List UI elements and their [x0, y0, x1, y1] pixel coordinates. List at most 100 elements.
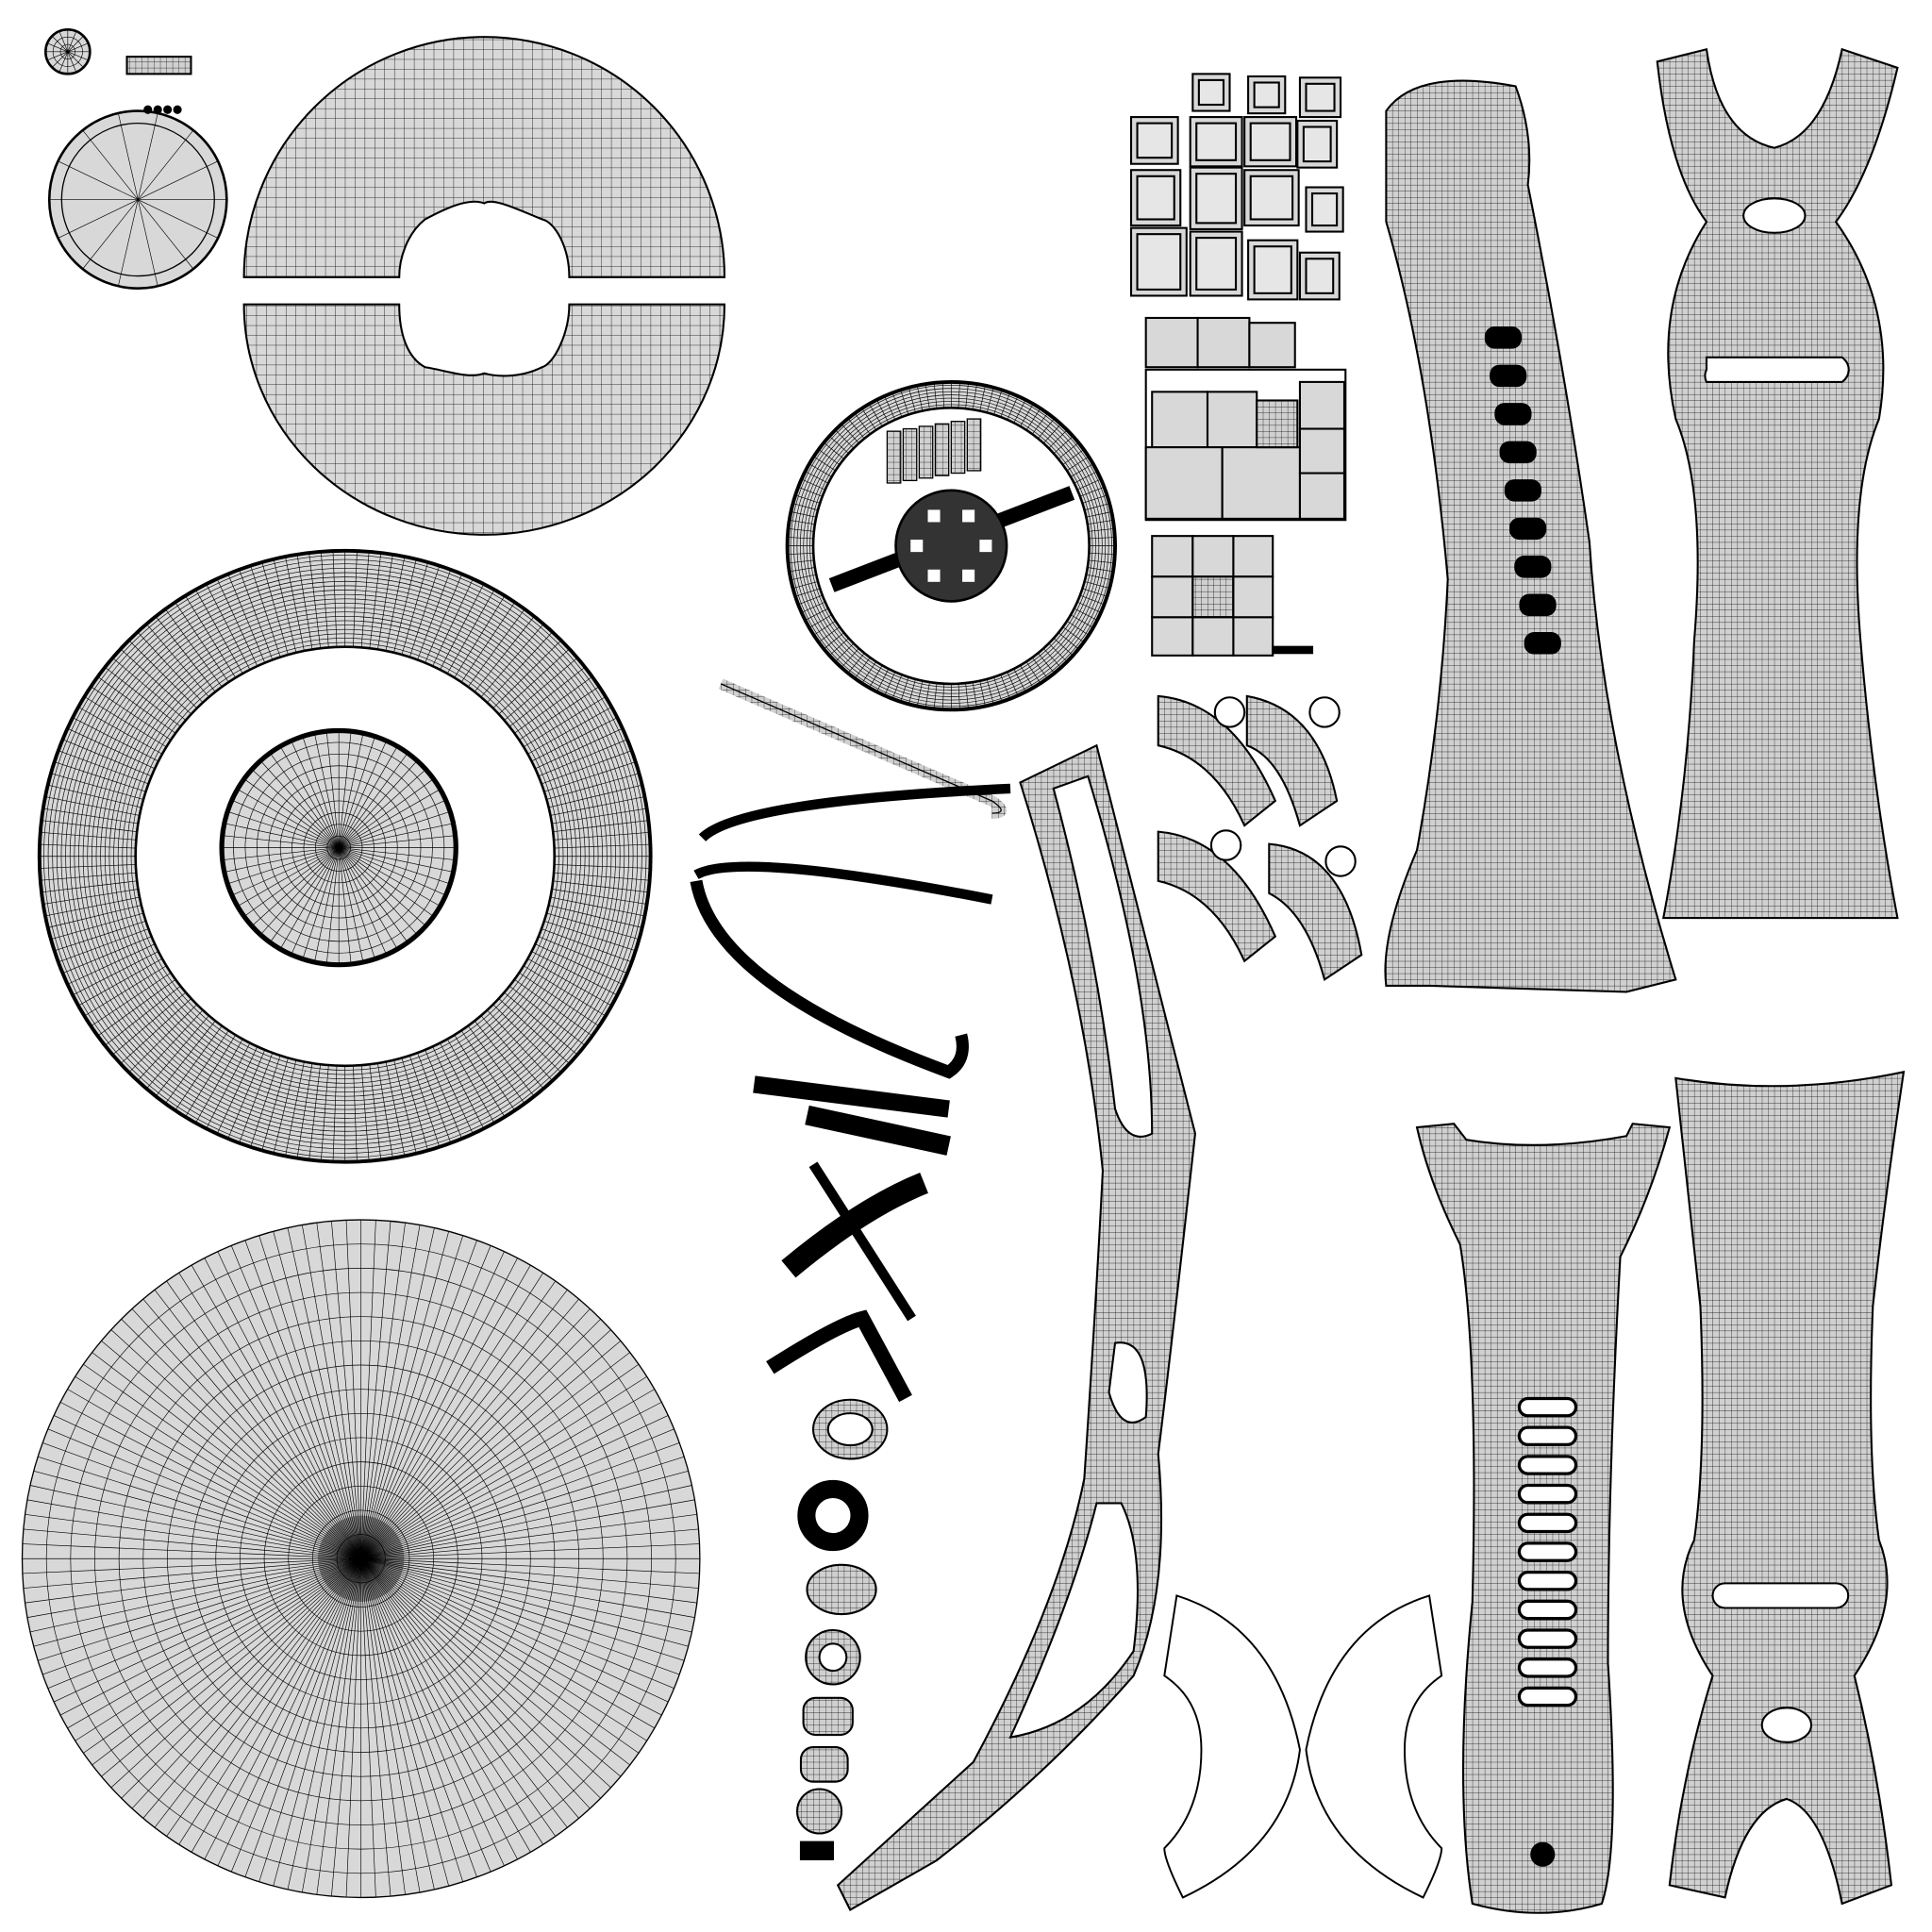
- bevel-inner: [1253, 245, 1292, 294]
- spoke-line: [120, 998, 192, 1064]
- spoke-line: [42, 820, 138, 832]
- spoke-line: [216, 578, 258, 667]
- spoke-line: [46, 51, 68, 61]
- spoke-line: [824, 442, 844, 459]
- spoke-line: [227, 810, 340, 848]
- spoke-line: [338, 769, 426, 848]
- spoke-line: [25, 1514, 361, 1559]
- spoke-line: [1089, 552, 1115, 556]
- spoke-line: [808, 463, 832, 477]
- spoke-line: [251, 769, 340, 848]
- spoke-line: [120, 648, 192, 715]
- spoke-line: [22, 1543, 361, 1559]
- bevel-inner: [1136, 233, 1182, 291]
- spoke-line: [360, 1265, 531, 1559]
- hub-slot: [927, 569, 941, 582]
- spoke-line: [345, 1220, 362, 1559]
- spoke-line: [338, 745, 398, 848]
- spoke-line: [360, 1558, 491, 1873]
- spoke-line: [446, 1039, 495, 1124]
- spoke-line: [325, 731, 340, 848]
- spoke-line: [44, 896, 141, 917]
- spoke-line: [67, 1557, 361, 1729]
- spoke-line: [360, 1558, 568, 1828]
- spoke-line: [261, 1058, 289, 1151]
- spoke-line: [1087, 520, 1113, 525]
- spoke-line: [206, 1042, 251, 1129]
- spoke-line: [58, 160, 139, 200]
- spoke-line: [118, 112, 139, 200]
- spoke-line: [62, 936, 152, 974]
- spoke-line: [47, 1428, 361, 1559]
- bevel-inner: [1136, 122, 1174, 159]
- spoke-line: [316, 1223, 362, 1559]
- spoke-line: [1082, 494, 1108, 504]
- spoke-line: [316, 1558, 362, 1895]
- spoke-line: [40, 832, 137, 841]
- hub-slot: [927, 509, 941, 523]
- spoke-line: [454, 595, 506, 678]
- spoke-line: [440, 1042, 485, 1129]
- spoke-line: [360, 1251, 505, 1559]
- small-bar: [918, 425, 934, 479]
- spoke-line: [553, 880, 649, 893]
- spoke-line: [1070, 614, 1093, 628]
- spoke-line: [269, 847, 340, 943]
- spoke-line: [231, 847, 340, 896]
- strap-hole: [1494, 403, 1532, 425]
- spoke-line: [360, 1290, 568, 1559]
- spoke-line: [154, 1558, 361, 1828]
- spoke-line: [548, 784, 642, 808]
- spoke-line: [916, 385, 924, 411]
- strap-hole: [1484, 326, 1523, 349]
- spoke-line: [146, 624, 209, 698]
- bevel-inner: [1195, 122, 1238, 161]
- hub-slot: [979, 540, 992, 553]
- spoke-line: [137, 112, 158, 200]
- spoke-line: [360, 1363, 640, 1559]
- spoke-line: [908, 678, 916, 705]
- watch-band-top-left: [1384, 79, 1677, 993]
- spoke-line: [1042, 648, 1061, 668]
- spoke-line: [795, 494, 821, 504]
- spoke-line: [1076, 601, 1102, 613]
- spoke-line: [339, 847, 456, 860]
- spoke-line: [142, 1558, 361, 1819]
- spoke-line: [941, 683, 944, 710]
- spoke-line: [47, 1557, 361, 1690]
- spoke-line: [338, 847, 352, 965]
- spoke-line: [487, 1009, 553, 1081]
- spoke-line: [377, 554, 393, 650]
- spoke-line: [137, 1009, 204, 1081]
- spoke-line: [191, 1558, 361, 1853]
- dot: [143, 105, 153, 114]
- dot: [153, 105, 162, 114]
- spoke-line: [360, 1558, 435, 1890]
- spoke-line: [338, 778, 434, 848]
- spoke-line: [216, 1046, 258, 1135]
- spoke-line: [1025, 661, 1041, 684]
- spoke-line: [360, 1558, 391, 1897]
- spoke-line: [244, 1558, 362, 1877]
- spoke-line: [986, 678, 994, 705]
- strap-hole: [1517, 1541, 1578, 1562]
- spoke-line: [40, 872, 137, 881]
- spoke-line: [360, 1308, 591, 1559]
- spoke-line: [44, 796, 141, 816]
- half-annulus-bottom: [242, 303, 726, 536]
- bevel-inner: [1305, 258, 1335, 294]
- strap-hole: [1524, 632, 1561, 655]
- bevel-inner: [1195, 237, 1238, 291]
- spoke-line: [900, 390, 909, 415]
- spoke-line: [1079, 487, 1105, 497]
- pie-disc: [47, 105, 228, 290]
- strap-hole: [1517, 1425, 1578, 1447]
- spoke-line: [1087, 567, 1113, 573]
- spoke-line: [554, 843, 651, 849]
- spoke-line: [1062, 626, 1085, 642]
- spoke-line: [22, 1557, 361, 1574]
- spoke-line: [50, 773, 144, 800]
- spoke-line: [409, 1055, 441, 1147]
- spoke-line: [40, 843, 136, 849]
- spoke-line: [884, 395, 896, 421]
